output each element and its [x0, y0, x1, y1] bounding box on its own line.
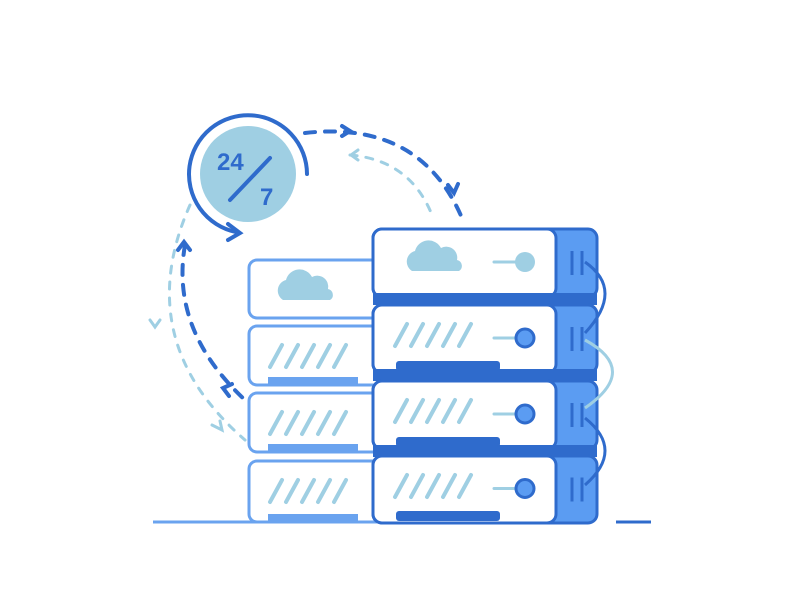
unit-gap: [373, 293, 597, 305]
unit-face: [247, 391, 391, 454]
back-server-unit: [247, 258, 391, 320]
back-server-unit: [247, 459, 391, 524]
vent-slash: [409, 473, 425, 499]
badge-days: 7: [260, 184, 273, 211]
status-led-icon: [515, 252, 535, 272]
unit-gap: [373, 445, 597, 457]
front-server-unit: [371, 303, 599, 381]
unit-face: [247, 459, 391, 524]
vent-slash: [441, 473, 457, 499]
vent-slash: [409, 322, 425, 348]
vent-slash: [316, 410, 332, 436]
badge-hours: 24: [217, 149, 244, 176]
vent-slash: [457, 473, 473, 499]
unit-tab: [268, 514, 358, 522]
vent-slash: [332, 343, 348, 369]
vent-slash: [316, 478, 332, 504]
cycle-arrows-icon: [148, 124, 464, 442]
vent-slash: [425, 398, 441, 424]
vent-slash: [300, 478, 316, 504]
vent-slash: [284, 343, 300, 369]
cloud-icon: [406, 240, 462, 271]
vent-slash: [441, 398, 457, 424]
vent-slash: [393, 473, 409, 499]
front-server-unit: [371, 227, 599, 305]
vent-slash: [457, 322, 473, 348]
vent-slash: [425, 322, 441, 348]
front-server-stack: [371, 227, 599, 525]
unit-tab: [268, 444, 358, 452]
status-led-icon: [514, 478, 536, 499]
vent-slash: [393, 322, 409, 348]
back-server-unit: [247, 391, 391, 454]
vent-slash: [457, 398, 473, 424]
vent-slash: [268, 478, 284, 504]
vent-slash: [441, 322, 457, 348]
vent-slash: [300, 343, 316, 369]
unit-face: [247, 324, 391, 387]
unit-tab: [396, 437, 500, 447]
vent-slash: [316, 343, 332, 369]
vent-slash: [268, 410, 284, 436]
cloud-icon: [277, 269, 333, 300]
vent-slash: [393, 398, 409, 424]
vent-slash: [425, 473, 441, 499]
vent-slash: [409, 398, 425, 424]
unit-gap: [373, 369, 597, 381]
front-server-unit: [371, 379, 599, 457]
cables: [583, 260, 614, 487]
unit-tab: [396, 361, 500, 371]
front-server-unit: [371, 454, 599, 525]
vent-slash: [284, 478, 300, 504]
status-led-icon: [514, 327, 536, 349]
vent-slash: [332, 410, 348, 436]
24-7-badge: 24 7: [187, 113, 309, 242]
vent-slash: [268, 343, 284, 369]
back-server-unit: [247, 324, 391, 387]
vent-slash: [284, 410, 300, 436]
unit-tab: [268, 377, 358, 385]
back-server-stack: [247, 258, 391, 524]
vent-slash: [300, 410, 316, 436]
status-led-icon: [514, 403, 536, 425]
unit-tab: [396, 511, 500, 521]
vent-slash: [332, 478, 348, 504]
